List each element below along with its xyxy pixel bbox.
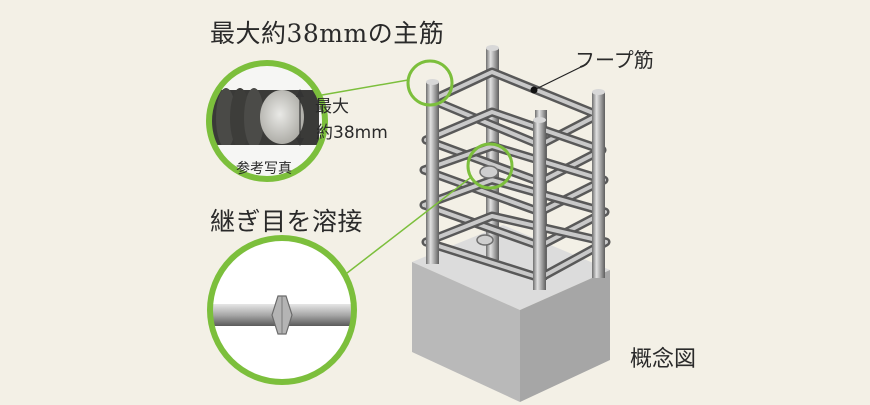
rebar-photo-detail (206, 60, 328, 182)
photo-note: 参考写真 (236, 161, 292, 177)
hoop-label: フープ筋 (575, 48, 654, 72)
bar-cap (486, 45, 499, 51)
bar-cap (533, 117, 546, 123)
weld-circle-border (207, 235, 357, 385)
footing-side-face (520, 270, 610, 402)
main-bar-front (533, 120, 546, 290)
weld-title: 継ぎ目を溶接 (210, 207, 364, 236)
rebar-end-face (260, 90, 304, 144)
footing-front-face (412, 262, 520, 402)
weld-joint-callout (479, 165, 499, 179)
concept-label: 概念図 (630, 347, 697, 372)
main-bar-left (426, 82, 439, 264)
photo-circle-border (206, 60, 328, 182)
leader-line-rebar (321, 79, 409, 96)
bar-cap (426, 79, 439, 85)
bar-cap (592, 89, 605, 95)
main-bar-right (592, 92, 605, 278)
dimension-label-line2: 約38mm (316, 123, 388, 143)
weld-joint (476, 234, 494, 246)
callout-circle-weld (466, 142, 514, 190)
main-bar-back (486, 48, 499, 260)
leader-line-hoop (533, 63, 588, 91)
rebar-title: 最大約38mmの主筋 (210, 19, 445, 48)
dimension-label-line1: 最大 (315, 97, 349, 117)
weld-detail (207, 235, 357, 385)
leader-line-weld (337, 177, 471, 281)
hoop-ring-1 (427, 67, 603, 150)
leader-dot-hoop (530, 86, 538, 94)
rebar-cage (419, 45, 611, 290)
callout-circle-bar-top (406, 59, 454, 107)
hoop-ring-5 (421, 211, 611, 283)
